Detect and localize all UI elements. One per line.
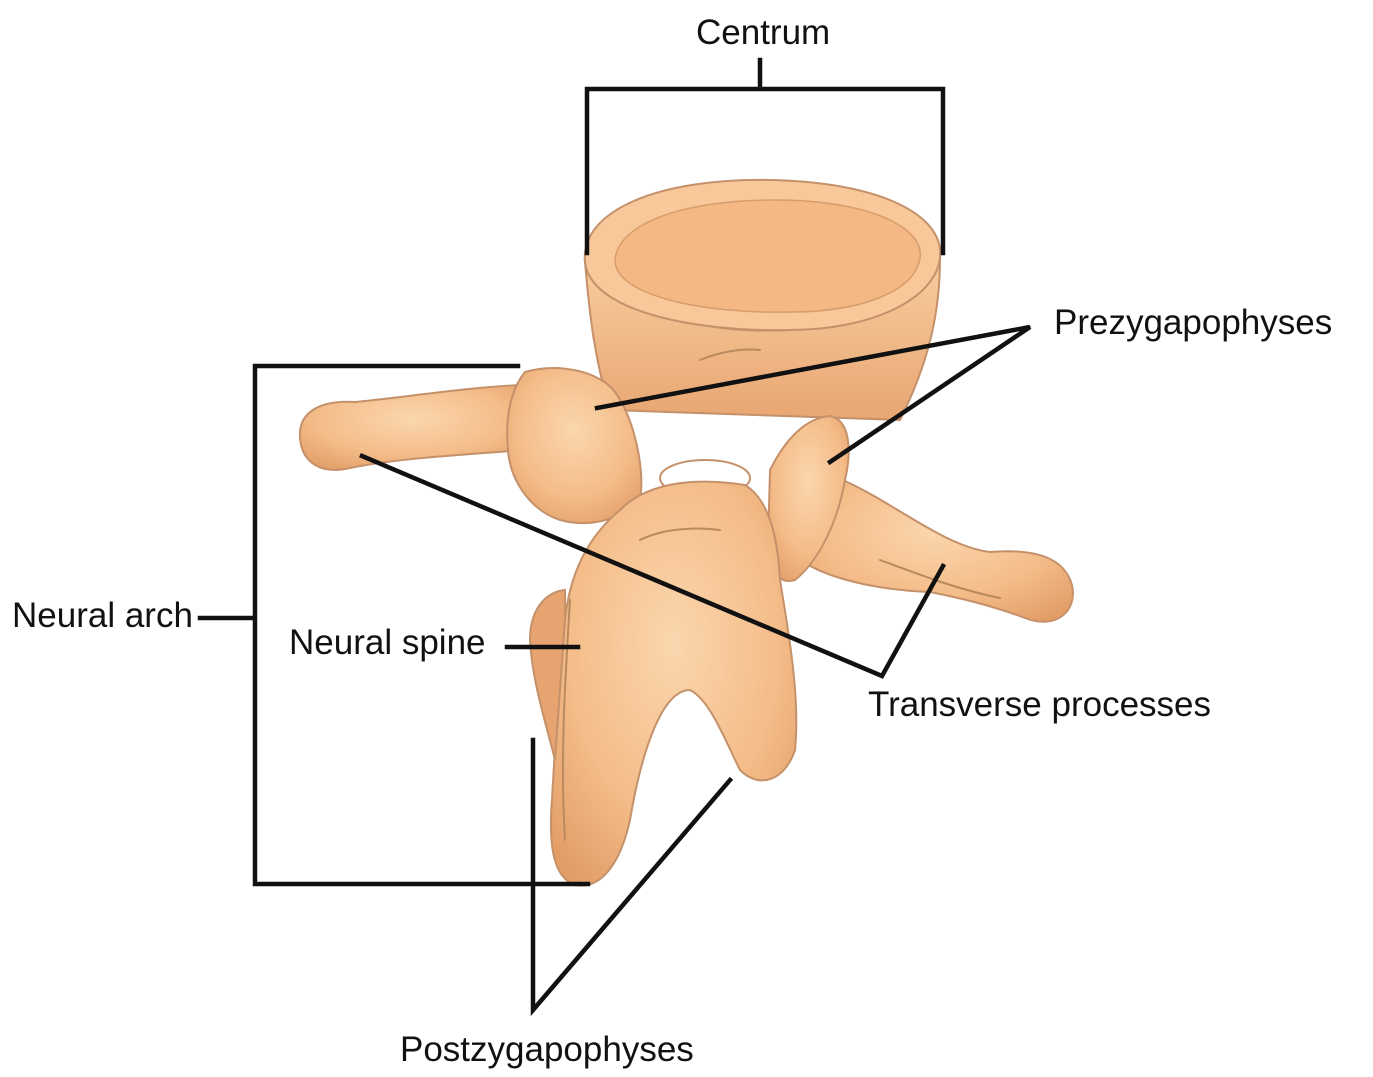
postzygapophyses-label: Postzygapophyses xyxy=(400,1030,694,1069)
transverse-processes-label: Transverse processes xyxy=(868,685,1211,724)
neural-spine-side xyxy=(528,588,566,761)
prezygapophyses-label: Prezygapophyses xyxy=(1054,303,1333,342)
left-transverse-process xyxy=(298,383,527,471)
right-transverse-process xyxy=(799,468,1074,623)
neural-spine-label: Neural spine xyxy=(289,623,486,662)
transverse-processes-pointer xyxy=(359,453,947,679)
neural-arch-bracket xyxy=(197,363,591,887)
centrum-label: Centrum xyxy=(696,13,831,52)
prezygapophyses-pointer xyxy=(594,324,1032,466)
postzygapophyses-pointer xyxy=(530,737,734,1017)
right-prezygapophysis-bone xyxy=(766,414,850,582)
neural-arch-label: Neural arch xyxy=(12,596,193,635)
centrum-top-inner xyxy=(614,199,921,313)
centrum-bracket xyxy=(584,57,946,256)
neural-spine-bone xyxy=(549,480,798,887)
